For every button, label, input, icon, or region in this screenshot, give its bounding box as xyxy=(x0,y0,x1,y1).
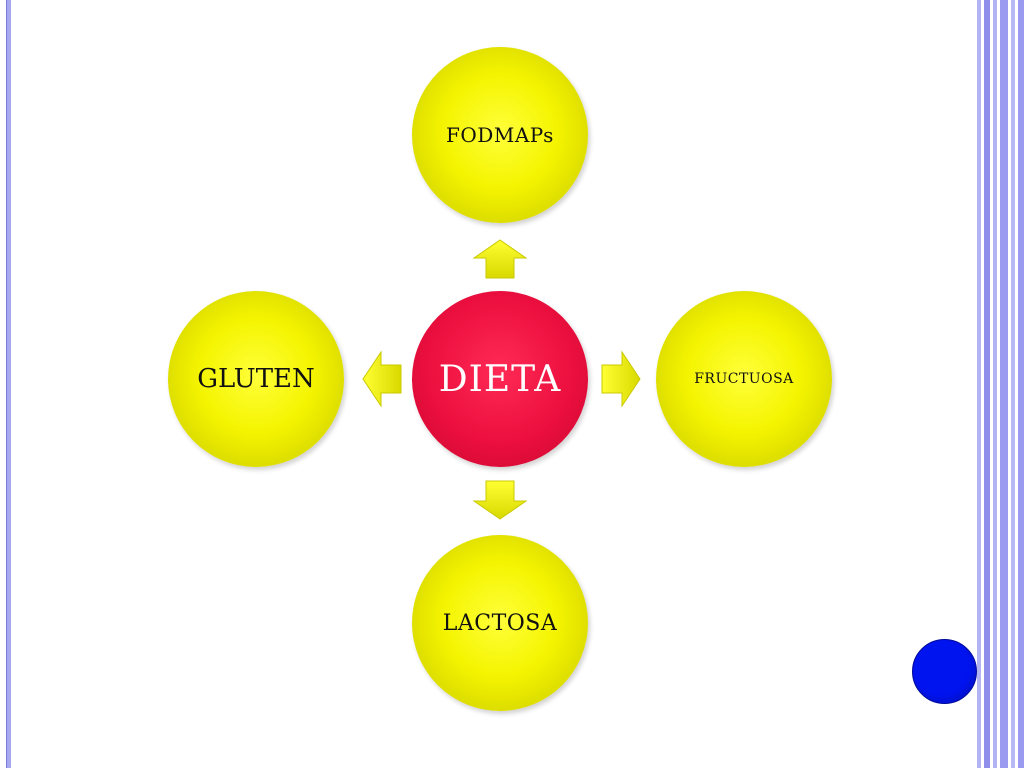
arrow-right-icon xyxy=(601,350,641,408)
node-label: FRUCTUOSA xyxy=(694,371,794,387)
center-label: DIETA xyxy=(438,358,562,400)
arrow-up-icon xyxy=(472,239,528,279)
node-label: LACTOSA xyxy=(442,610,558,636)
node-fructuosa: FRUCTUOSA xyxy=(656,291,832,467)
node-label: FODMAPs xyxy=(446,123,554,147)
node-fodmaps: FODMAPs xyxy=(412,47,588,223)
node-label: GLUTEN xyxy=(197,364,315,394)
node-lactosa: LACTOSA xyxy=(412,535,588,711)
node-gluten: GLUTEN xyxy=(168,291,344,467)
center-node-dieta: DIETA xyxy=(412,291,588,467)
arrow-left-icon xyxy=(362,350,402,408)
slide-frame-left xyxy=(6,0,11,768)
arrow-down-icon xyxy=(472,480,528,520)
nav-dot-button[interactable] xyxy=(912,639,977,704)
